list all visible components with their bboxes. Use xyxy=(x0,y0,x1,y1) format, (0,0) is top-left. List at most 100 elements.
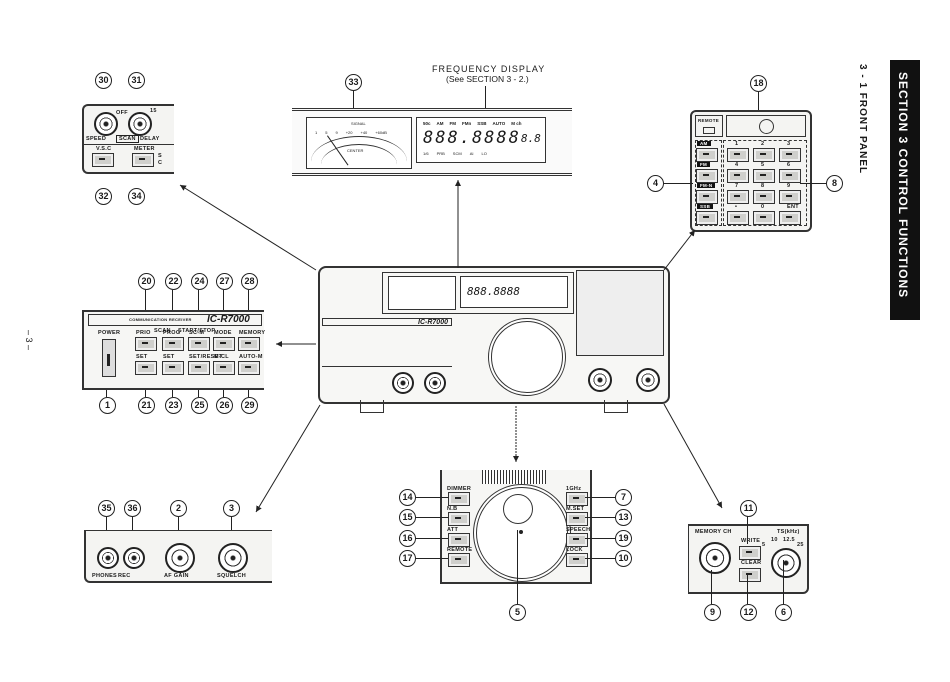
callout-29: 29 xyxy=(241,397,258,414)
setreset-button[interactable] xyxy=(188,361,210,375)
button-label: PRIO xyxy=(136,330,151,336)
power-switch[interactable] xyxy=(102,339,116,377)
meter-label: METER xyxy=(134,146,155,152)
remote-button[interactable] xyxy=(448,553,470,567)
meter-center-label: CENTER xyxy=(347,148,364,153)
display-panel: SIGNAL 1 5 9 +20 +40 +60dB CENTER 50c AM… xyxy=(292,108,572,176)
speech-button[interactable] xyxy=(566,533,588,547)
memory-ch-knob[interactable] xyxy=(699,542,731,574)
prio-button[interactable] xyxy=(135,337,157,351)
set-button[interactable] xyxy=(135,361,157,375)
keypad-key-button[interactable] xyxy=(753,169,775,183)
arrow-to-audio-panel xyxy=(255,404,321,513)
radio-af-knob xyxy=(392,372,414,394)
keypad-key-button[interactable] xyxy=(727,190,749,204)
meter-button[interactable] xyxy=(132,153,154,167)
mode-key-label: FM-N xyxy=(697,183,716,188)
button-label: M.SET xyxy=(566,506,585,512)
ts-12-5: 12.5 xyxy=(783,537,795,543)
callout-13: 13 xyxy=(615,509,632,526)
keypad-key-button[interactable] xyxy=(753,148,775,162)
af-gain-knob[interactable] xyxy=(165,543,195,573)
callout-31: 31 xyxy=(128,72,145,89)
clear-button[interactable] xyxy=(739,568,761,582)
sub-labels: 1/6 PRB SCM AI LO xyxy=(423,151,487,156)
rec-jack[interactable] xyxy=(123,547,145,569)
callout-23: 23 xyxy=(165,397,182,414)
squelch-knob[interactable] xyxy=(218,543,248,573)
memory-button[interactable] xyxy=(238,337,260,351)
write-button[interactable] xyxy=(739,546,761,560)
callout-1: 1 xyxy=(99,397,116,414)
1ghz-button[interactable] xyxy=(566,492,588,506)
leader-8 xyxy=(800,183,826,184)
callout-18: 18 xyxy=(750,75,767,92)
meter-opt-s: S xyxy=(158,153,162,159)
keypad-key-button[interactable] xyxy=(779,190,801,204)
fifteen-label: 15 xyxy=(150,108,157,114)
lock-button[interactable] xyxy=(566,553,588,567)
radio-dial[interactable] xyxy=(488,318,566,396)
mset-button[interactable] xyxy=(566,512,588,526)
speed-knob[interactable] xyxy=(94,112,118,136)
mode-key-button[interactable] xyxy=(696,190,718,204)
callout-14: 14 xyxy=(399,489,416,506)
scm-button[interactable] xyxy=(188,337,210,351)
keypad-key-button[interactable] xyxy=(727,169,749,183)
callout-26: 26 xyxy=(216,397,233,414)
mode-key-button[interactable] xyxy=(696,211,718,225)
radio-memch-knob xyxy=(588,368,612,392)
frequency-digits: 888.8888 xyxy=(423,128,521,148)
keypad-key-button[interactable] xyxy=(753,190,775,204)
callout-8: 8 xyxy=(826,175,843,192)
keypad-key-label: 8 xyxy=(761,183,765,189)
ts-knob[interactable] xyxy=(771,548,801,578)
keypad-key-button[interactable] xyxy=(753,211,775,225)
autom-button[interactable] xyxy=(238,361,260,375)
att-button[interactable] xyxy=(448,533,470,547)
keypad-key-label: 7 xyxy=(735,183,739,189)
off-label: OFF xyxy=(116,110,128,116)
callout-15: 15 xyxy=(399,509,416,526)
keypad-key-button[interactable] xyxy=(727,148,749,162)
meter-scale: 1 5 9 +20 +40 +60dB xyxy=(315,130,387,135)
keypad-key-button[interactable] xyxy=(779,169,801,183)
audio-label: REC xyxy=(118,573,131,579)
mode-button[interactable] xyxy=(213,337,235,351)
delay-knob[interactable] xyxy=(128,112,152,136)
vsc-button[interactable] xyxy=(92,153,114,167)
mode-key-button[interactable] xyxy=(696,148,718,162)
prog-button[interactable] xyxy=(162,337,184,351)
frequency-lcd: 50c AM FM FMn SSB AUTO M ch 888.8888 8.8… xyxy=(416,117,546,163)
button-label: SPEECH xyxy=(566,527,591,533)
mode-key-button[interactable] xyxy=(696,169,718,183)
frequency-display-subtitle: (See SECTION 3 - 2.) xyxy=(446,74,529,84)
leader-5 xyxy=(517,530,518,604)
leader-33 xyxy=(353,90,354,124)
keypad-key-button[interactable] xyxy=(727,211,749,225)
callout-35: 35 xyxy=(98,500,115,517)
main-tuning-dial[interactable] xyxy=(473,484,571,582)
keypad-key-button[interactable] xyxy=(779,211,801,225)
mcl-button[interactable] xyxy=(213,361,235,375)
keypad-key-label: • xyxy=(735,204,738,210)
mode-key-group xyxy=(695,140,722,226)
start-stop-label: START/STOP xyxy=(178,328,216,334)
clear-label: CLEAR xyxy=(741,560,762,566)
phones-jack[interactable] xyxy=(97,547,119,569)
callout-22: 22 xyxy=(165,273,182,290)
dimmer-button[interactable] xyxy=(448,492,470,506)
callout-25: 25 xyxy=(191,397,208,414)
dial-grille xyxy=(482,470,546,484)
remote-label: REMOTE xyxy=(698,118,720,123)
radio-lcd: 888.8888 xyxy=(460,276,568,308)
keypad-key-button[interactable] xyxy=(779,148,801,162)
keypad-key-label: 5 xyxy=(761,162,765,168)
callout-9: 9 xyxy=(704,604,721,621)
mode-key-label: FM xyxy=(697,162,711,167)
leader-4 xyxy=(663,183,693,184)
radio-display xyxy=(382,272,574,314)
nb-button[interactable] xyxy=(448,512,470,526)
subsection-title: 3 - 1 FRONT PANEL xyxy=(857,64,868,175)
set-button[interactable] xyxy=(162,361,184,375)
